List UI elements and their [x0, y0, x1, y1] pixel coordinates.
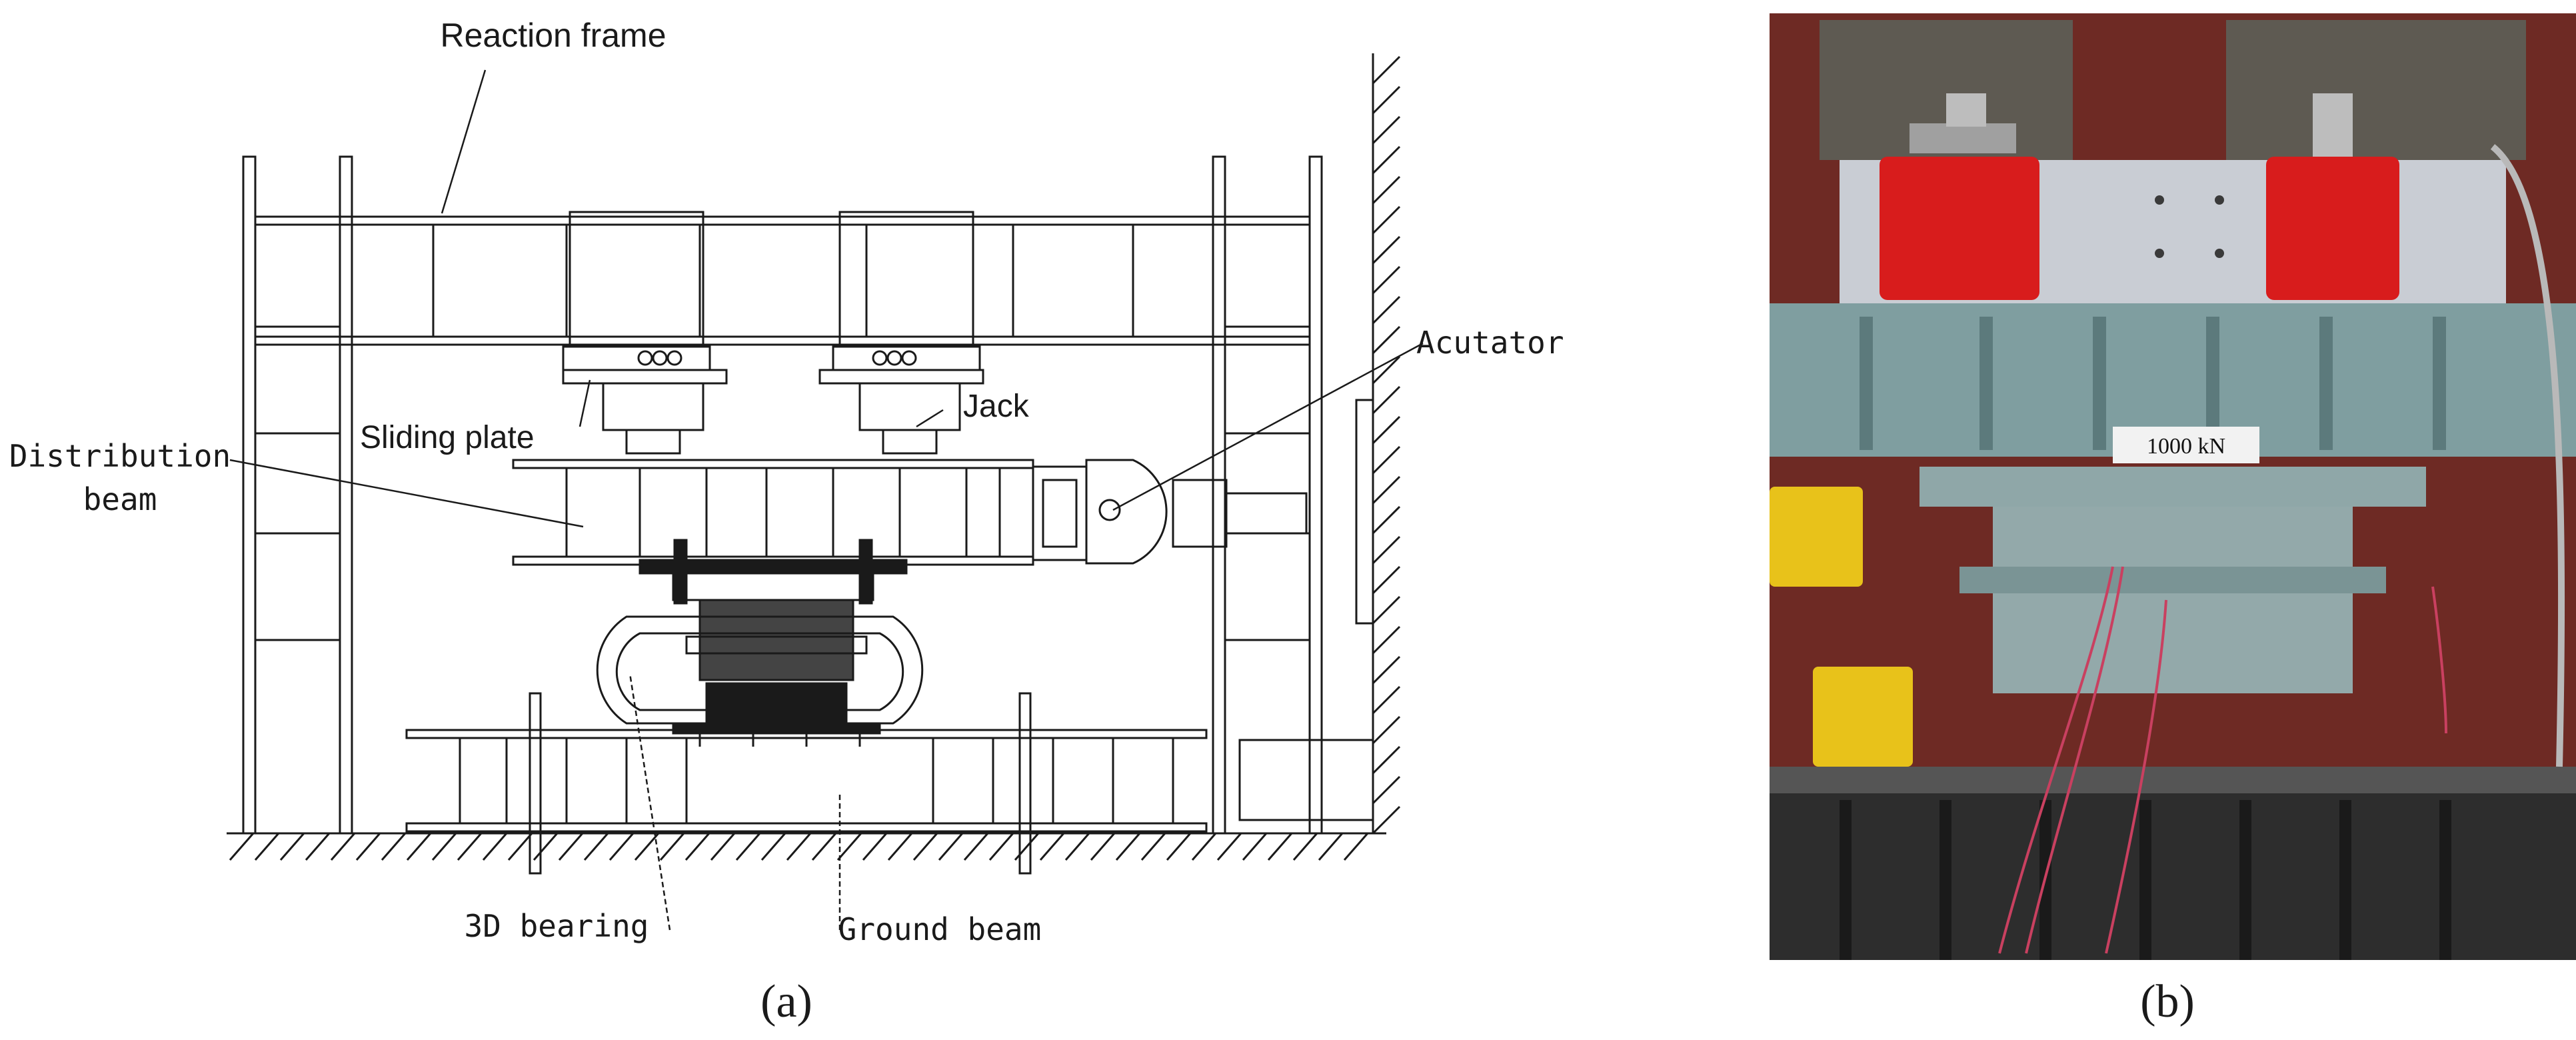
red-jack-right: [2266, 157, 2399, 300]
test-setup-diagram: Reaction frame Sliding plate Jack Acutat…: [9, 17, 1564, 1027]
load-cell-label: 1000 kN: [2147, 434, 2225, 459]
label-actuator: Acutator: [1416, 325, 1564, 361]
ground-hatching: [227, 832, 1386, 861]
ground-beam-photo: [1770, 793, 2576, 960]
label-distribution-beam-line1: Distribution: [9, 438, 231, 474]
reaction-wall: [1372, 53, 1401, 835]
jack-assembly-left: [562, 345, 728, 455]
caption-b: (b): [2140, 976, 2195, 1027]
test-setup-photo: 1000 kN (b): [1760, 0, 2576, 1040]
upper-head-right: [2226, 20, 2526, 160]
actuator-drawing: [1032, 399, 1374, 821]
reaction-frame-beam: [254, 211, 1311, 347]
label-jack: Jack: [963, 389, 1030, 424]
label-distribution-beam-line2: beam: [83, 481, 157, 517]
bearing-block: [1993, 507, 2353, 693]
distribution-beam-drawing: [512, 459, 1034, 566]
label-ground-beam: Ground beam: [838, 911, 1042, 947]
bearing-drawing: [596, 539, 924, 747]
leader-lines: [229, 69, 1424, 931]
yellow-cylinder-top: [1770, 487, 1863, 587]
ground-beam-drawing: [405, 692, 1208, 875]
jack-assembly-right: [818, 345, 984, 455]
load-cell-plate: [2113, 427, 2259, 463]
label-3d-bearing: 3D bearing: [465, 908, 649, 944]
red-jack-left: [1880, 157, 2039, 300]
label-sliding-plate: Sliding plate: [360, 420, 535, 455]
yellow-cylinder-bottom: [1813, 667, 1913, 767]
caption-a: (a): [760, 976, 812, 1027]
sensor-wires: [1998, 566, 2447, 954]
label-reaction-frame: Reaction frame: [440, 17, 666, 54]
